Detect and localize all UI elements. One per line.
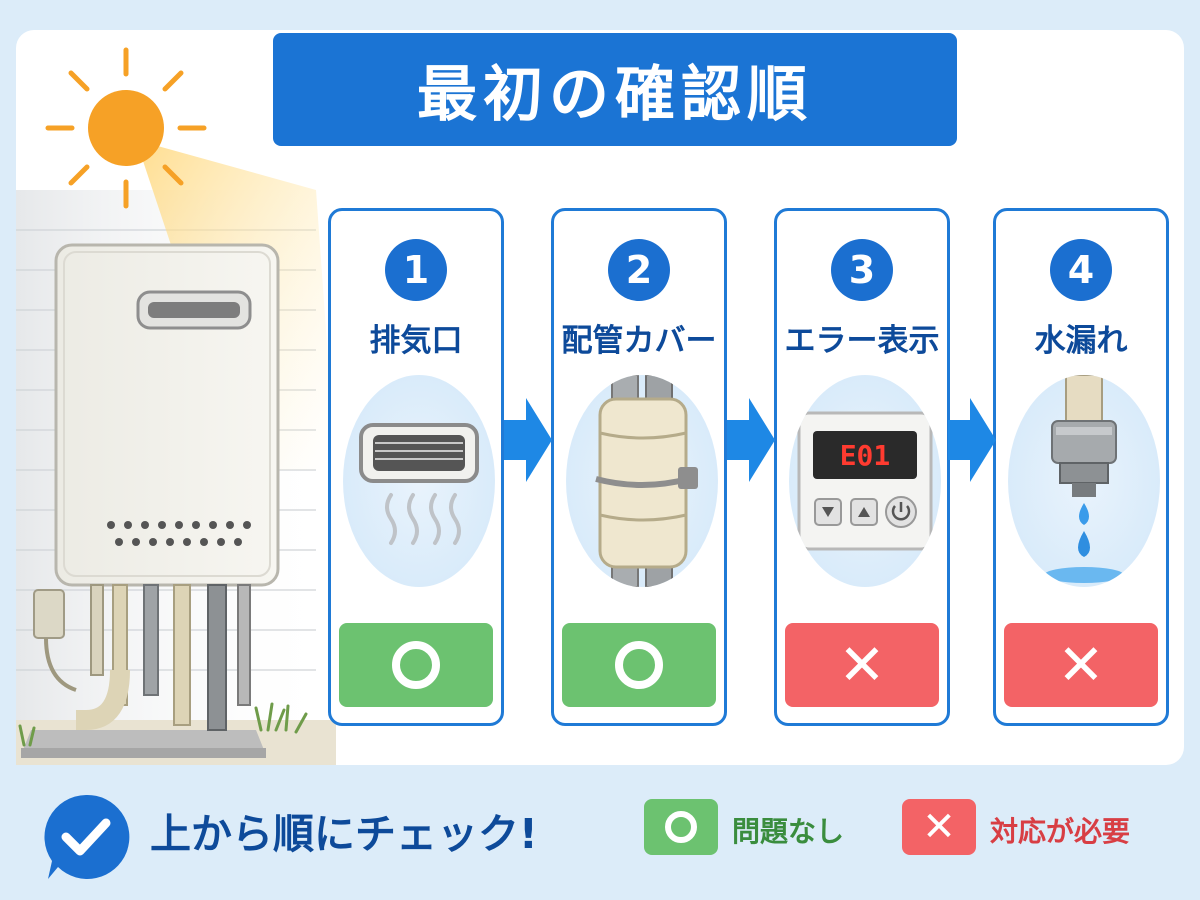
vent-icon	[359, 423, 479, 545]
page-title: 最初の確認順	[417, 60, 813, 130]
status-badge-ng: ✕	[785, 623, 939, 707]
legend-ng-badge: ✕	[902, 799, 976, 855]
step-card-2: 2 配管カバー	[551, 208, 727, 726]
step-number: 3	[831, 239, 893, 301]
step-number: 2	[608, 239, 670, 301]
arrow-right-icon	[948, 398, 996, 482]
control-panel-illustration: E01	[789, 375, 941, 587]
step-card-3: 3 エラー表示 E01 ✕	[774, 208, 950, 726]
sun-icon	[45, 47, 207, 209]
step-number: 1	[385, 239, 447, 301]
title-banner: 最初の確認順	[273, 33, 957, 146]
step-label: 水漏れ	[1034, 323, 1128, 359]
legend-ng-text: 対応が必要	[990, 815, 1131, 848]
step-card-4: 4 水漏れ ✕	[993, 208, 1169, 726]
step-label: 排気口	[369, 323, 463, 359]
step-label: 配管カバー	[561, 323, 717, 359]
arrow-right-icon	[504, 398, 552, 482]
cross-mark-icon: ✕	[922, 804, 956, 850]
arrow-right-icon	[727, 398, 775, 482]
control-panel-icon: E01	[797, 411, 933, 551]
step-number: 4	[1050, 239, 1112, 301]
water-heater-icon	[33, 243, 280, 731]
cross-mark-icon: ✕	[1057, 632, 1105, 698]
water-heater-scene	[16, 47, 336, 765]
footer-bar	[0, 765, 1200, 900]
water-leak-illustration	[1008, 375, 1160, 587]
faucet-drip-icon	[1044, 375, 1124, 583]
status-badge-ok	[562, 623, 716, 707]
pipe-cover-icon	[595, 375, 698, 587]
pipe-cover-illustration	[566, 375, 718, 587]
legend-ok-badge	[644, 799, 718, 855]
cross-mark-icon: ✕	[838, 632, 886, 698]
check-icon	[44, 794, 130, 879]
step-card-1: 1 排気口	[328, 208, 504, 726]
status-badge-ok	[339, 623, 493, 707]
legend-ok-text: 問題なし	[732, 815, 845, 848]
step-label: エラー表示	[784, 323, 940, 359]
error-code-display: E01	[840, 439, 891, 472]
circle-mark-icon	[665, 811, 697, 843]
vent-illustration	[343, 375, 495, 587]
footer-main-text: 上から順にチェック!	[150, 810, 538, 858]
circle-mark-icon	[392, 641, 440, 689]
circle-mark-icon	[615, 641, 663, 689]
status-badge-ng: ✕	[1004, 623, 1158, 707]
